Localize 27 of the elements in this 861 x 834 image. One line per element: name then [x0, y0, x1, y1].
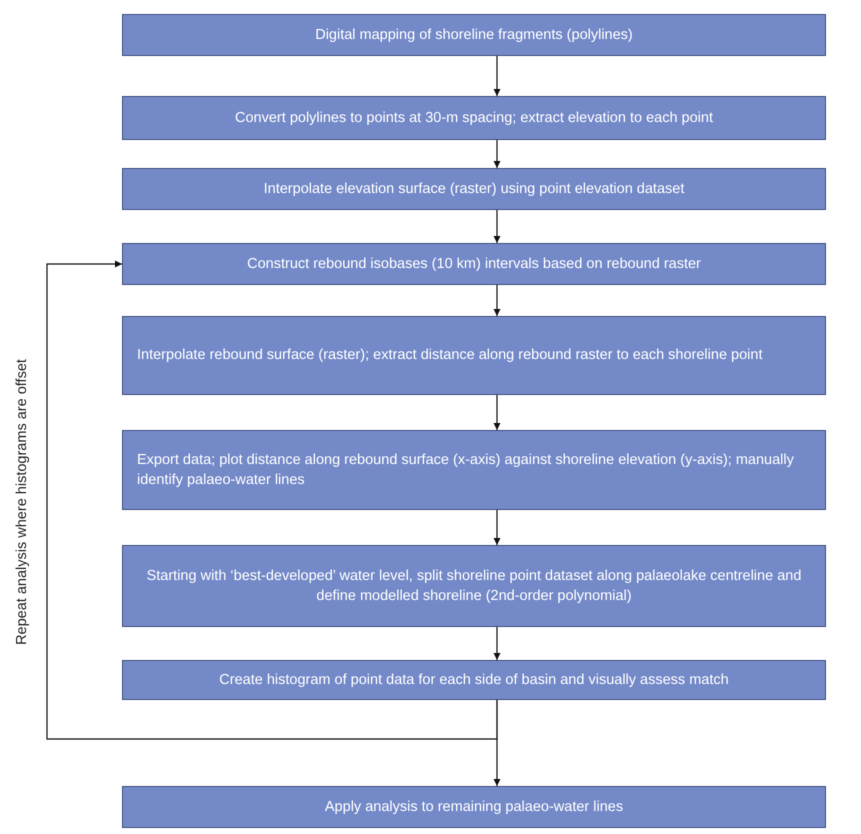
process-box — [122, 545, 826, 627]
process-box — [122, 96, 826, 140]
arrow — [494, 210, 500, 243]
step-text: Digital mapping of shoreline fragments (polylines) — [315, 26, 633, 45]
step-text: Starting with ‘best-developed’ water level, split shoreline point dataset along palaeolake centreline and define modelled shoreline (2nd-order polynomial) — [146, 566, 802, 606]
arrow — [494, 510, 500, 545]
process-box — [122, 168, 826, 210]
process-box — [122, 243, 826, 285]
arrow — [494, 285, 500, 316]
process-box — [122, 430, 826, 510]
step-text: Export data; plot distance along rebound surface (x-axis) against shoreline elevation (y-axis); manually identify palaeo-water lines — [137, 450, 795, 490]
step-text: Interpolate elevation surface (raster) using point elevation dataset — [264, 180, 684, 199]
arrow — [494, 395, 500, 430]
step-text: Interpolate rebound surface (raster); extract distance along rebound raster to each shoreline point — [137, 346, 762, 366]
feedback-arrow — [46, 260, 498, 740]
step-text: Apply analysis to remaining palaeo-water lines — [324, 798, 624, 817]
edge-label: Repeat analysis where histograms are offset — [14, 358, 30, 644]
step-text: Construct rebound isobases (10 km) intervals based on rebound raster — [247, 254, 701, 274]
arrow — [494, 627, 500, 660]
step-text: Convert polylines to points at 30-m spacing; extract elevation to each point — [235, 108, 713, 128]
step-text: Create histogram of point data for each side of basin and visually assess match — [219, 670, 729, 690]
process-box — [122, 14, 826, 56]
arrow — [494, 140, 500, 168]
process-box — [122, 660, 826, 700]
arrow — [494, 56, 500, 96]
process-box — [122, 316, 826, 395]
process-box — [122, 786, 826, 828]
